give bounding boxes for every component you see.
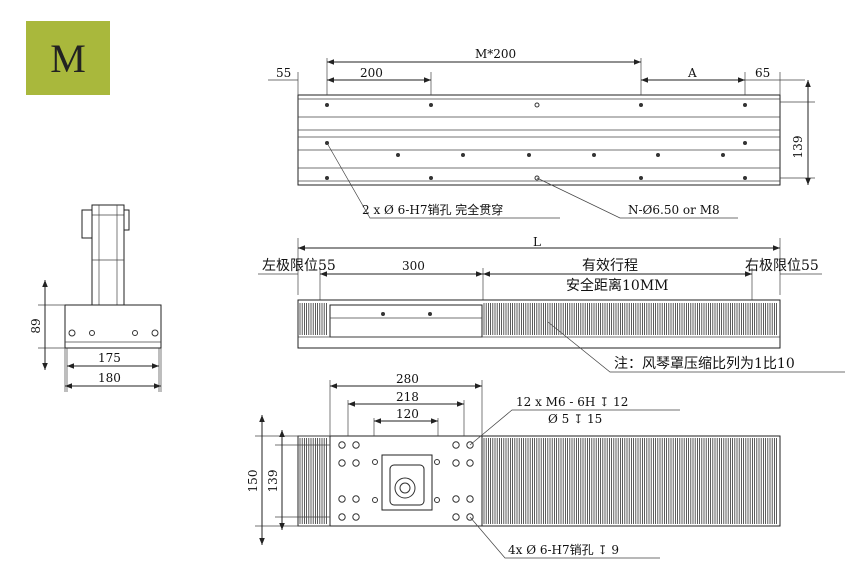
bellows-bottom-right xyxy=(483,438,777,524)
dim-150: 150 xyxy=(246,470,260,493)
dim-55-top: 55 xyxy=(276,66,291,80)
top-view-body xyxy=(297,94,781,186)
callout-pin-bottom: 4x Ø 6-H7销孔 ↧ 9 xyxy=(508,543,619,557)
motor-body xyxy=(91,204,125,306)
callout-m6-depth: Ø 5 ↧ 15 xyxy=(548,412,602,426)
bottom-view-body xyxy=(297,435,781,527)
dim-300: 300 xyxy=(402,259,425,273)
carriage-plate xyxy=(329,435,483,527)
right-limit-label: 右极限位55 xyxy=(745,258,819,274)
bellows-bottom-left xyxy=(299,438,327,524)
dim-65: 65 xyxy=(755,66,770,80)
callout-pin-through: 2 x Ø 6-H7销孔 完全贯穿 xyxy=(362,202,503,217)
dim-a: A xyxy=(687,66,697,80)
dim-89: 89 xyxy=(29,318,43,333)
motor-flange xyxy=(381,454,433,511)
dim-175: 175 xyxy=(98,351,121,365)
side-view-body xyxy=(297,299,781,349)
end-view: 89 175 180 xyxy=(29,204,162,392)
dim-l: L xyxy=(533,235,541,249)
bellows-note: 注：风琴罩压缩比列为1比10 xyxy=(614,356,795,372)
carriage-side xyxy=(329,304,483,338)
dim-280: 280 xyxy=(396,372,419,386)
dim-180: 180 xyxy=(98,371,121,385)
side-view: L 左极限位55 300 有效行程 右极限位55 安全距离10MM 注：风琴罩压… xyxy=(258,235,845,373)
left-limit-label: 左极限位55 xyxy=(262,258,336,274)
callout-n-holes: N-Ø6.50 or M8 xyxy=(628,203,720,217)
model-badge: M xyxy=(26,21,110,95)
bellows-left xyxy=(299,303,327,335)
bellows-right xyxy=(483,303,777,335)
callout-m6: 12 x M6 - 6H ↧ 12 xyxy=(516,395,628,409)
dim-120: 120 xyxy=(396,407,419,421)
end-view-base xyxy=(64,304,162,349)
dim-139-top: 139 xyxy=(791,136,805,159)
safety-distance-label: 安全距离10MM xyxy=(566,277,668,294)
dim-218: 218 xyxy=(396,390,419,404)
dim-200: 200 xyxy=(360,66,383,80)
top-view: M*200 55 200 A 65 139 2 x Ø 6-H7销孔 完全贯穿 … xyxy=(268,47,815,219)
dim-m200: M*200 xyxy=(475,47,516,61)
bottom-view: 280 218 120 150 139 12 x M6 - 6H ↧ 12 Ø … xyxy=(246,372,781,559)
dim-139-bottom: 139 xyxy=(266,470,280,493)
model-letter: M xyxy=(50,35,86,81)
effective-stroke-label: 有效行程 xyxy=(582,258,638,274)
